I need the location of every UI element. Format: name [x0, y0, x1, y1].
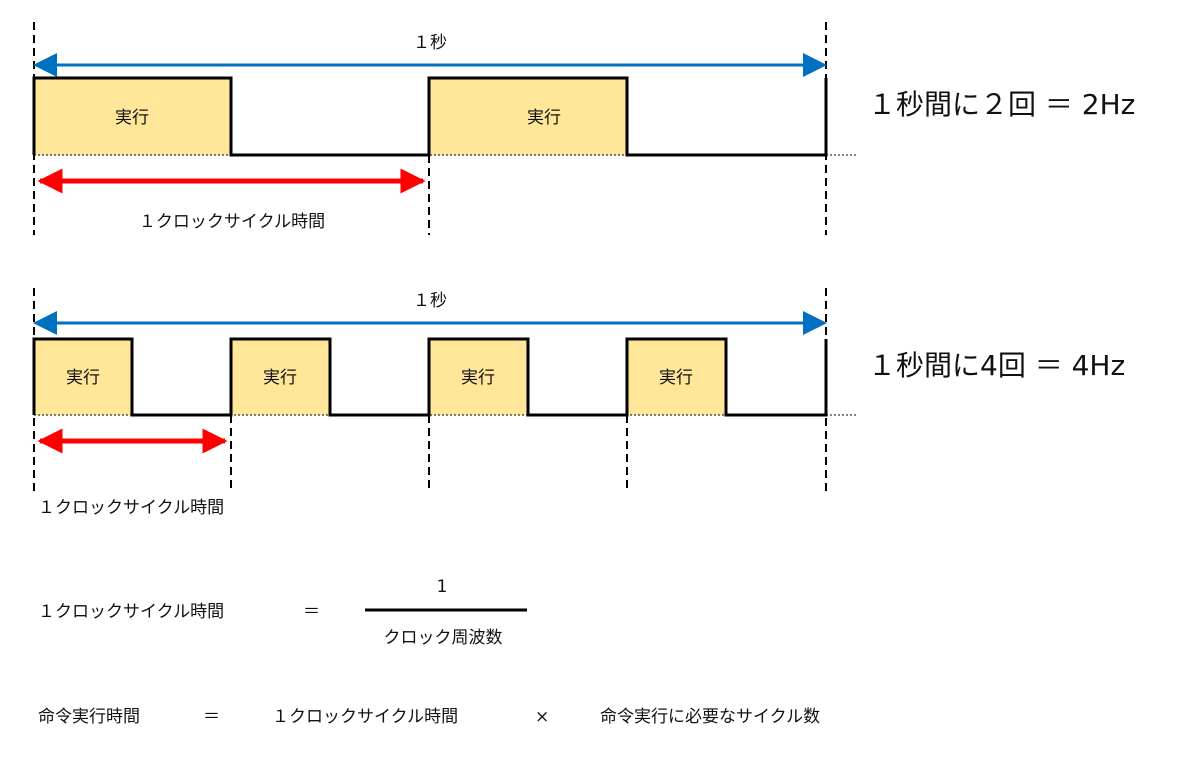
one-second-label: １秒 [413, 33, 447, 53]
one-second-label: １秒 [413, 291, 447, 311]
diagram-2hz [32, 22, 858, 235]
exec-block [231, 339, 330, 415]
frequency-text: １秒間に4回 ＝ 4Hz [868, 349, 1126, 382]
clock-waveform [32, 337, 828, 417]
exec-label: 実行 [115, 108, 149, 128]
exec-block [34, 339, 132, 415]
formula2-lhs: 命令実行時間 [38, 707, 140, 727]
exec-block [627, 339, 726, 415]
cycle-time-label: １クロックサイクル時間 [138, 212, 326, 232]
formula2-times: × [535, 707, 550, 727]
formula2-equals: ＝ [203, 707, 220, 727]
exec-block [429, 78, 627, 155]
formula1-equals: ＝ [303, 602, 320, 622]
formula1-lhs: １クロックサイクル時間 [38, 602, 225, 622]
frequency-text: １秒間に２回 ＝ 2Hz [868, 88, 1136, 121]
formula1-denominator: クロック周波数 [383, 628, 503, 648]
exec-block [429, 339, 528, 415]
diagram-4hz [32, 288, 858, 493]
formula2-term2: 命令実行に必要なサイクル数 [600, 707, 821, 727]
period-guides [33, 288, 827, 493]
formula1-numerator: 1 [436, 577, 448, 597]
exec-label: 実行 [659, 368, 693, 388]
clock-waveform [32, 76, 828, 157]
exec-label: 実行 [263, 368, 297, 388]
exec-block [34, 78, 231, 155]
exec-label: 実行 [461, 368, 495, 388]
exec-label: 実行 [66, 368, 100, 388]
cycle-time-label: １クロックサイクル時間 [38, 498, 225, 518]
formula2-term1: １クロックサイクル時間 [272, 707, 459, 727]
exec-label: 実行 [527, 108, 561, 128]
